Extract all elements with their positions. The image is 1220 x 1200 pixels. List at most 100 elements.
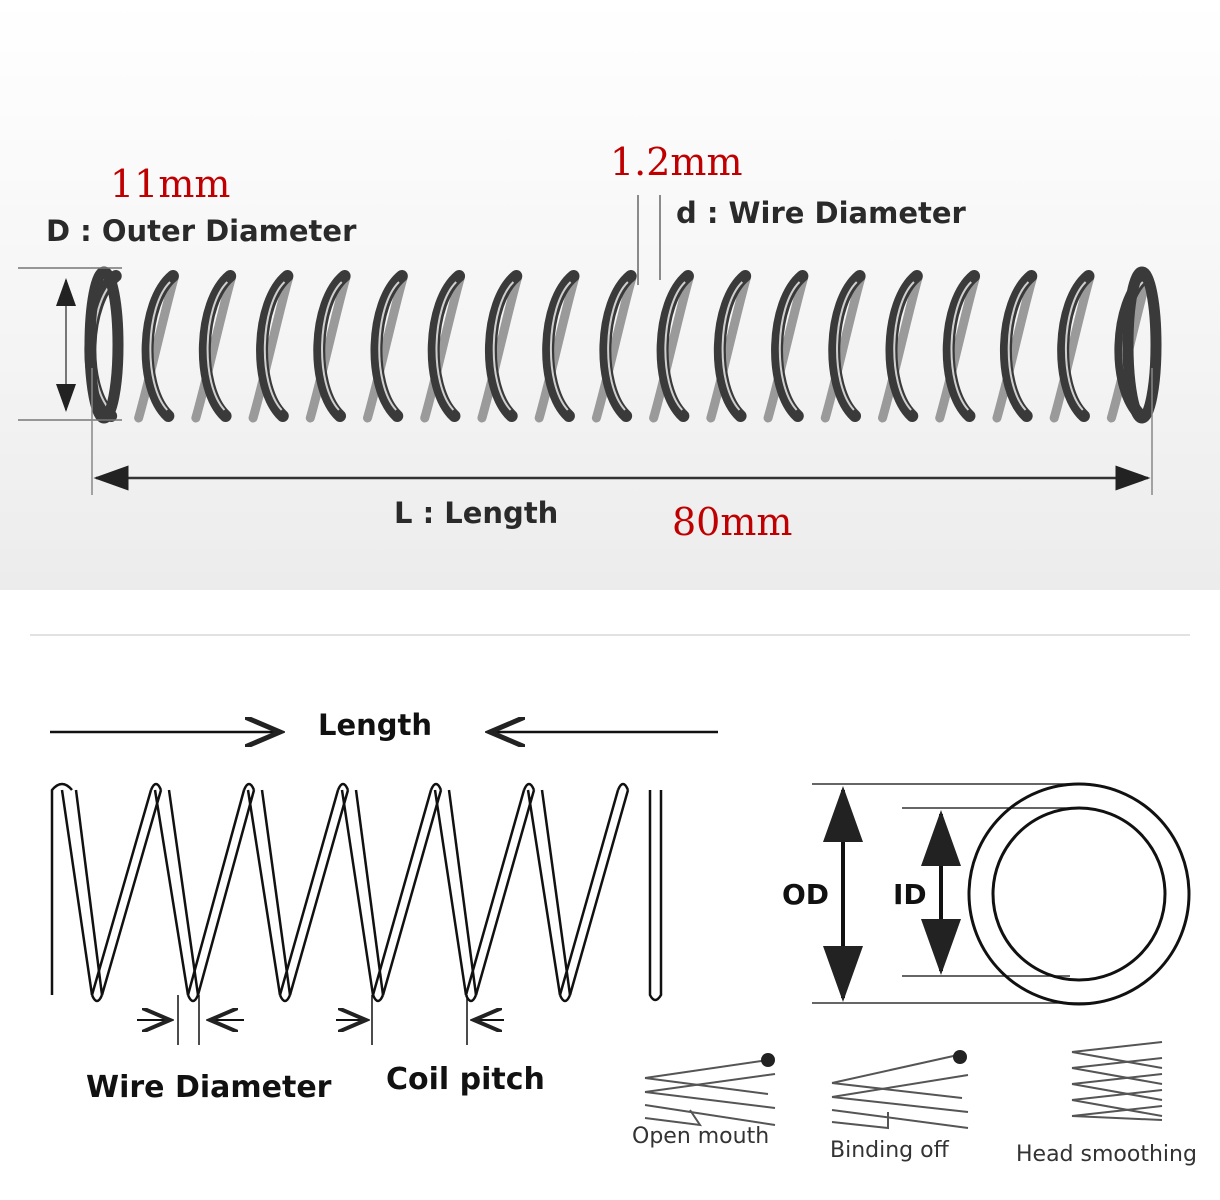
od-id-diagram [812,782,1191,1006]
spring-peak-cap [336,782,350,791]
bottom-wire-diameter-label: Wire Diameter [86,1070,332,1105]
length-label: L : Length [394,496,559,530]
coil-back-strand [134,273,179,423]
id-label: ID [893,878,927,911]
coil-back-strand [305,273,351,423]
spring-strand [381,789,443,996]
coil-back-strand [992,273,1037,423]
spring-strand [433,789,468,996]
spring-strand [540,789,572,996]
spring-strand [371,789,433,996]
head-smoothing-icon [1071,1041,1163,1121]
open-mouth-icon [644,1053,776,1127]
coil-back-strand [420,273,465,423]
coil-front-strand [713,270,752,422]
wire-diameter-label: d : Wire Diameter [676,196,966,230]
spring-strand [90,789,153,996]
coil-highlight [778,281,801,411]
spring-trough-cap [558,994,572,1003]
spring-trough-cap [90,994,104,1003]
coil-back-strand [706,273,751,423]
coil-highlight [149,281,171,411]
spring-strand [568,789,630,996]
outer-diameter-label: D : Outer Diameter [46,214,357,248]
spring-trough-cap [371,994,385,1003]
coil-highlight [378,281,400,411]
spring-end-coil [84,266,124,424]
spring-end-coil [1122,266,1162,424]
coil-front-strand [1057,270,1095,422]
coil-front-strand [599,270,637,422]
coil-back-strand [763,273,809,423]
spring-strand [558,789,620,996]
spring-strand [260,789,292,996]
coil-front-strand [256,270,294,422]
spring-trough-cap [278,994,292,1003]
coil-highlight [1007,281,1030,411]
coil-back-strand [191,273,236,423]
coil-back-strand [1049,273,1095,423]
coil-highlight [1064,281,1087,411]
spring-strand [74,789,104,996]
coil-front-strand [999,270,1038,422]
spring-strand [167,789,200,996]
top-spring-coils [84,266,1162,424]
coil-highlight [435,281,457,411]
coil-front-strand [942,270,981,422]
coil-front-strand [542,270,580,422]
spring-peak-cap [616,782,630,791]
spring-strand [186,789,246,996]
spring-peak-cap [242,782,256,791]
spring-strand [340,789,375,996]
coil-highlight [664,281,686,411]
spring-strand [447,789,478,996]
wire-diameter-value: 1.2mm [610,140,743,184]
spring-strand [196,789,256,996]
spring-strand [464,789,526,996]
spring-strand [474,789,536,996]
coil-front-strand [313,270,351,422]
spring-strand [100,789,163,996]
coil-front-strand [828,270,866,422]
line-art-spring [50,782,663,1003]
binding-off-icon [831,1050,969,1130]
coil-highlight [492,281,515,411]
open-mouth-label: Open mouth [632,1124,770,1149]
length-value: 80mm [672,500,793,544]
spring-strand [153,789,190,996]
spring-trough-cap [186,994,200,1003]
coil-back-strand [649,273,694,423]
coil-highlight [549,281,572,411]
spring-strand [354,789,385,996]
coil-back-strand [935,273,980,423]
head-smoothing-label: Head smoothing [1016,1142,1197,1167]
coil-highlight [950,281,972,411]
spring-end-left [50,782,73,995]
coil-highlight [206,281,229,411]
coil-highlight [836,281,858,411]
coil-front-strand [484,270,523,422]
coil-back-strand [248,273,294,423]
coil-highlight [893,281,915,411]
coil-highlight [263,281,286,411]
bottom-coil-pitch-label: Coil pitch [386,1062,545,1097]
coil-front-strand [656,270,694,422]
spring-end-right [648,790,663,1002]
spring-peak-cap [429,782,443,791]
spring-strand [278,789,340,996]
coil-highlight [607,281,629,411]
coil-back-strand [477,273,522,423]
coil-front-strand [427,270,466,422]
spring-peak-cap [149,782,163,791]
inner-ring [991,806,1167,982]
spring-strand [526,789,562,996]
spring-strand [60,789,94,996]
coil-highlight [321,281,343,411]
coil-front-strand [198,270,237,422]
od-label: OD [782,878,830,911]
spring-strand [288,789,350,996]
coil-back-strand [820,273,866,423]
coil-front-strand [771,270,809,422]
coil-back-strand [878,273,923,423]
